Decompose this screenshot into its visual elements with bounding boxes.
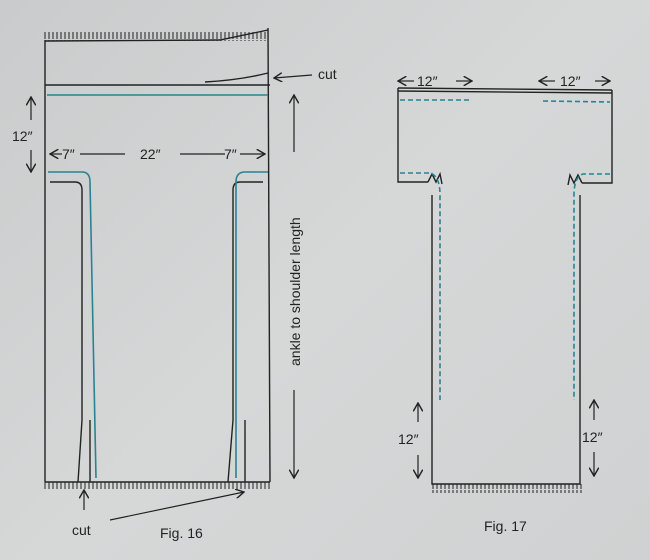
- fig17-caption: Fig. 17: [484, 518, 527, 534]
- left-sleeve-inner: [50, 181, 83, 420]
- right-edge: [267, 27, 271, 483]
- left-width-label: 7″: [62, 146, 75, 162]
- length-label: ankle to shoulder length: [287, 217, 303, 366]
- fig17-top-right-label: 12″: [560, 73, 581, 89]
- fig16-pattern: [44, 27, 272, 490]
- bottom-fringe: [44, 482, 272, 490]
- right-width-label: 7″: [224, 146, 237, 162]
- right-sleeve-inner: [232, 181, 263, 420]
- fig16-dimensions: [31, 75, 313, 521]
- fig16-seam-lines: [47, 94, 268, 479]
- center-width-label: 22″: [140, 146, 161, 162]
- fig17-bottom-left-label: 12″: [398, 431, 419, 447]
- fig16-caption: Fig. 16: [160, 525, 203, 541]
- slit-edges: [77, 419, 234, 483]
- top-fringe: [44, 32, 268, 41]
- fig17-top-left-label: 12″: [417, 73, 438, 89]
- fig17-bottom-fringe: [432, 484, 582, 493]
- fig17-bottom-right-label: 12″: [582, 429, 603, 445]
- fig17-seam-lines: [400, 99, 611, 400]
- height-label: 12″: [12, 128, 33, 144]
- top-edge: [44, 29, 269, 42]
- cut-top-label: cut: [318, 66, 337, 82]
- cut-curve: [204, 72, 269, 83]
- fig17-dimensions: [398, 81, 610, 478]
- fig17-pattern: [397, 87, 613, 493]
- cut-bottom-label: cut: [72, 522, 91, 538]
